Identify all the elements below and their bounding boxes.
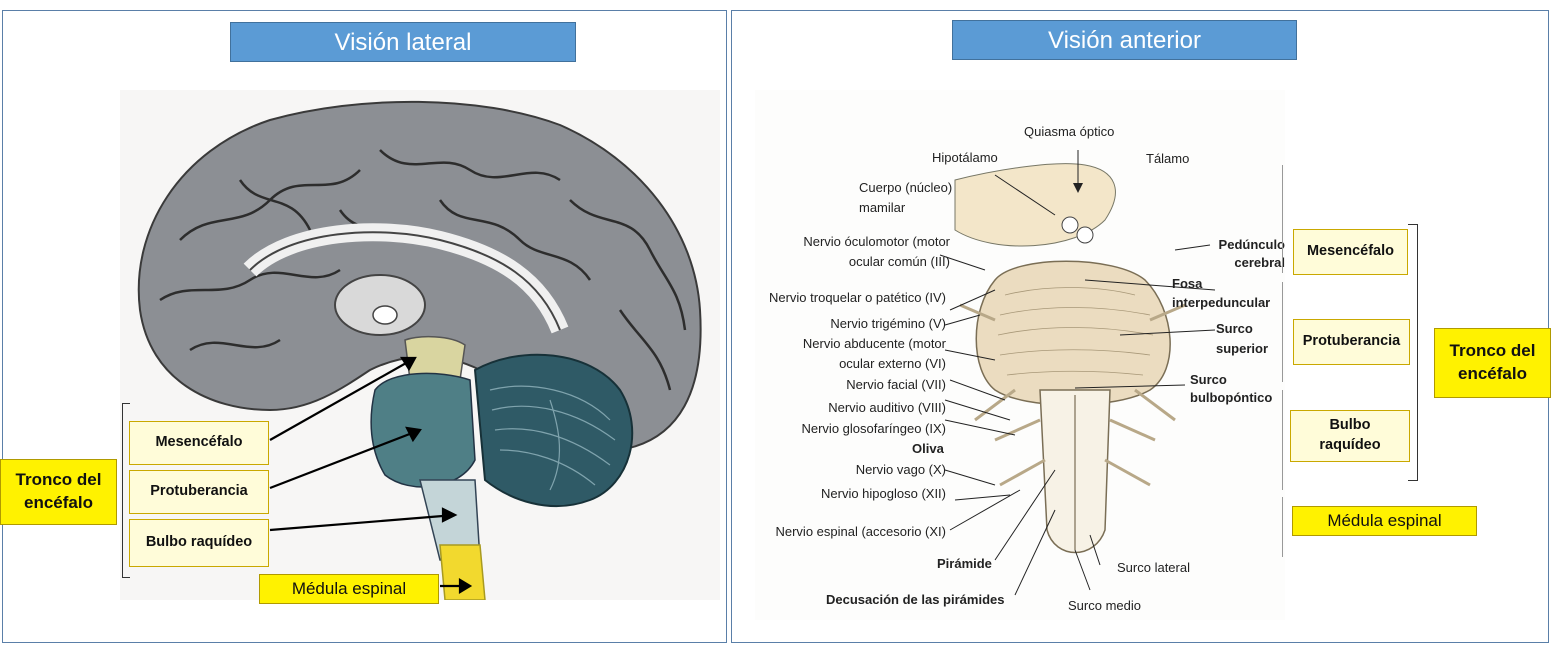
lateral-bracket: [122, 403, 130, 578]
label-fosa: Fosa interpeduncular: [1172, 276, 1271, 310]
separator-mesencefalo: [1282, 165, 1283, 273]
anterior-bracket: [1408, 224, 1418, 481]
lateral-bulbo-label: Bulbo raquídeo: [129, 519, 269, 567]
label-nervio-hipogloso: Nervio hipogloso (XII): [821, 486, 946, 501]
anterior-mesencefalo-label: Mesencéfalo: [1293, 229, 1408, 275]
label-nervio-vago: Nervio vago (X): [855, 462, 946, 477]
lateral-brain-illustration: [120, 90, 720, 600]
label-surco-lateral: Surco lateral: [1117, 560, 1190, 575]
anterior-protuberancia-label: Protuberancia: [1293, 319, 1410, 365]
label-nervio-espinal: Nervio espinal (accesorio (XI): [775, 524, 946, 539]
lateral-tronco-label: Tronco del encéfalo: [0, 459, 117, 525]
label-nervio-trigemino: Nervio trigémino (V): [830, 316, 946, 331]
pons-shape: [370, 372, 476, 488]
label-decusacion: Decusación de las pirámides: [826, 592, 1005, 607]
label-surco-bulbopontico: Surco bulbopóntico: [1190, 372, 1273, 405]
label-pedunculo: Pedúnculo cerebral: [1218, 237, 1285, 270]
label-hipotalamo: Hipotálamo: [932, 150, 998, 165]
anterior-brainstem-illustration: [755, 90, 1285, 620]
separator-protuberancia: [1282, 282, 1283, 382]
label-surco-superior: Surco superior: [1216, 321, 1269, 356]
anterior-medula-label: Médula espinal: [1292, 506, 1477, 536]
label-nervio-abducente: Nervio abducente (motor ocular externo (…: [802, 336, 946, 371]
label-nervio-glosofaringeo: Nervio glosofaríngeo (IX): [801, 421, 946, 436]
label-piramide: Pirámide: [937, 556, 992, 571]
label-talamo: Tálamo: [1146, 151, 1190, 166]
label-quiasma: Quiasma óptico: [1024, 124, 1115, 139]
anterior-pons-shape: [975, 260, 1171, 406]
anterior-view-title: Visión anterior: [952, 20, 1297, 60]
anterior-bulbo-label: Bulbo raquídeo: [1290, 410, 1410, 462]
label-nervio-auditivo: Nervio auditivo (VIII): [828, 400, 946, 415]
lateral-medula-label: Médula espinal: [259, 574, 439, 604]
label-nervio-troquelar: Nervio troquelar o patético (IV): [768, 290, 946, 305]
label-cuerpo-mamilar: Cuerpo (núcleo) mamilar: [859, 180, 953, 215]
label-surco-medio: Surco medio: [1068, 598, 1141, 613]
separator-bulbo: [1282, 390, 1283, 490]
label-nervio-oculomotor: Nervio óculomotor (motor ocular común (I…: [803, 234, 950, 269]
midbrain-shape: [404, 335, 466, 381]
label-nervio-facial: Nervio facial (VII): [846, 377, 946, 392]
gyri-pattern: [159, 149, 687, 391]
anterior-tronco-label: Tronco del encéfalo: [1434, 328, 1551, 398]
lateral-protuberancia-label: Protuberancia: [129, 470, 269, 514]
separator-medula: [1282, 497, 1283, 557]
lateral-mesencefalo-label: Mesencéfalo: [129, 421, 269, 465]
lateral-view-title: Visión lateral: [230, 22, 576, 62]
label-oliva: Oliva: [912, 441, 944, 456]
cerebellum-shape: [473, 353, 634, 508]
